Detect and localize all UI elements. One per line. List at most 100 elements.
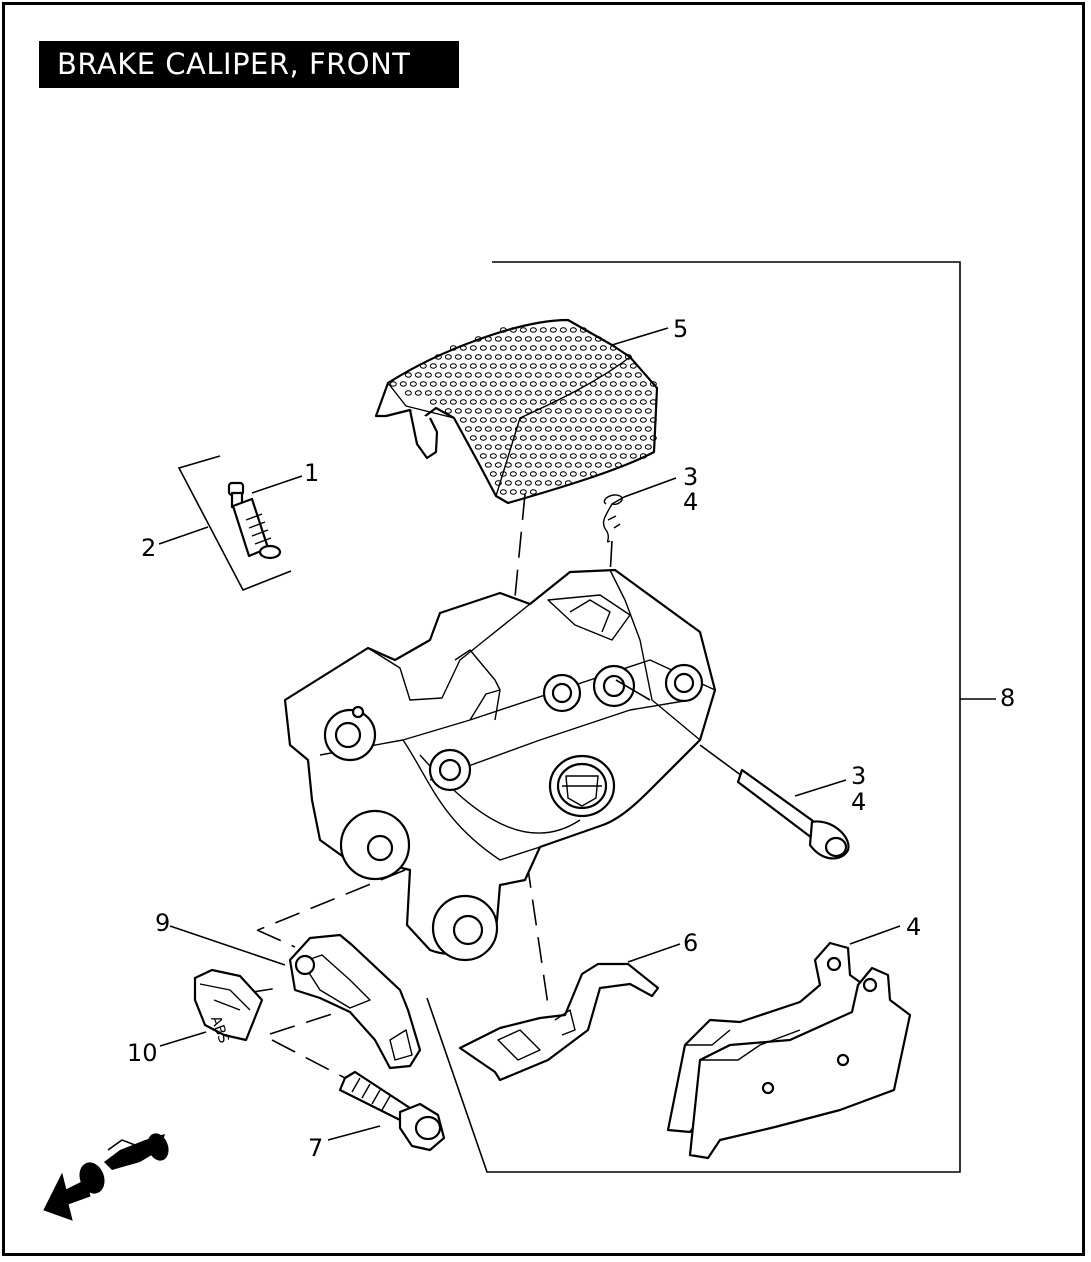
perforation-hole xyxy=(554,390,562,396)
perforation-hole xyxy=(559,399,567,405)
perforation-hole xyxy=(579,399,587,405)
perforation-hole xyxy=(539,363,547,369)
perforation-hole xyxy=(519,453,527,459)
perforation-hole xyxy=(604,408,612,414)
perforation-hole xyxy=(534,426,542,432)
perforation-hole xyxy=(524,372,532,378)
perforation-hole xyxy=(594,372,602,378)
perforation-hole xyxy=(629,453,637,459)
perforation-hole xyxy=(499,381,507,387)
perforation-hole xyxy=(554,444,562,450)
perforation-hole xyxy=(574,462,582,468)
perforation-hole xyxy=(469,363,477,369)
perforation-hole xyxy=(574,372,582,378)
perforation-hole xyxy=(619,381,627,387)
perforation-hole xyxy=(574,336,582,342)
perforation-hole xyxy=(564,390,572,396)
perforation-hole xyxy=(649,399,657,405)
callout-8: 8 xyxy=(1000,684,1015,712)
perforation-hole xyxy=(644,444,652,450)
perforation-hole xyxy=(614,372,622,378)
perforation-hole xyxy=(529,399,537,405)
perforation-hole xyxy=(629,417,637,423)
perforation-hole xyxy=(499,453,507,459)
perforation-hole xyxy=(559,471,567,477)
perforation-hole xyxy=(639,399,647,405)
perforation-hole xyxy=(569,327,577,333)
retaining-clip xyxy=(602,477,677,543)
perforation-hole xyxy=(509,489,517,495)
perforation-hole xyxy=(589,453,597,459)
perforation-hole xyxy=(564,354,572,360)
perforation-hole xyxy=(419,363,427,369)
perforation-hole xyxy=(449,399,457,405)
perforation-hole xyxy=(559,345,567,351)
perforation-hole xyxy=(649,417,657,423)
perforation-hole xyxy=(494,462,502,468)
perforation-hole xyxy=(469,435,477,441)
perforation-hole xyxy=(574,390,582,396)
perforation-hole xyxy=(584,462,592,468)
perforation-hole xyxy=(624,372,632,378)
perforation-hole xyxy=(574,444,582,450)
callout-6: 6 xyxy=(683,929,698,957)
perforation-hole xyxy=(579,327,587,333)
perforation-hole xyxy=(489,381,497,387)
perforation-hole xyxy=(599,381,607,387)
perforation-hole xyxy=(414,390,422,396)
perforation-hole xyxy=(504,426,512,432)
perforation-hole xyxy=(624,444,632,450)
perforation-hole xyxy=(494,390,502,396)
perforation-hole xyxy=(579,471,587,477)
perforation-hole xyxy=(484,462,492,468)
perforation-hole xyxy=(514,354,522,360)
perforation-hole xyxy=(539,345,547,351)
perforation-hole xyxy=(404,390,412,396)
perforation-hole xyxy=(594,444,602,450)
perforation-hole xyxy=(589,435,597,441)
perforation-hole xyxy=(449,363,457,369)
align-line-bracket-b xyxy=(256,929,296,948)
perforation-hole xyxy=(539,453,547,459)
perforation-hole xyxy=(584,354,592,360)
perforation-hole xyxy=(644,408,652,414)
perforation-hole xyxy=(459,399,467,405)
perforation-hole xyxy=(439,399,447,405)
perforation-hole xyxy=(504,444,512,450)
perforation-hole xyxy=(519,345,527,351)
perforation-hole xyxy=(499,363,507,369)
perforation-hole xyxy=(589,381,597,387)
callout-1: 1 xyxy=(304,459,319,487)
perforation-hole xyxy=(519,363,527,369)
perforation-hole xyxy=(604,390,612,396)
perforation-hole xyxy=(484,444,492,450)
perforation-hole xyxy=(429,363,437,369)
perforation-hole xyxy=(539,327,547,333)
perforation-hole xyxy=(639,417,647,423)
perforation-hole xyxy=(634,408,642,414)
perforation-hole xyxy=(439,363,447,369)
perforation-hole xyxy=(524,354,532,360)
perforation-hole xyxy=(404,372,412,378)
perforation-hole xyxy=(464,390,472,396)
perforation-hole xyxy=(549,417,557,423)
perforation-hole xyxy=(524,426,532,432)
bar-and-shield-logo xyxy=(565,775,599,807)
caliper-cover xyxy=(374,318,669,505)
callout-9: 9 xyxy=(155,909,170,937)
perforation-hole xyxy=(444,408,452,414)
perforation-hole xyxy=(479,345,487,351)
callout-4-pin: 4 xyxy=(851,788,866,816)
perforation-hole xyxy=(459,381,467,387)
perforation-hole xyxy=(484,336,492,342)
perforation-hole xyxy=(569,381,577,387)
perforation-hole xyxy=(514,408,522,414)
perforation-hole xyxy=(524,480,532,486)
perforation-hole xyxy=(509,417,517,423)
perforation-hole xyxy=(504,408,512,414)
perforation-hole xyxy=(504,354,512,360)
perforation-hole xyxy=(619,417,627,423)
perforation-hole xyxy=(584,408,592,414)
perforation-hole xyxy=(484,408,492,414)
caliper-pin xyxy=(699,744,850,860)
